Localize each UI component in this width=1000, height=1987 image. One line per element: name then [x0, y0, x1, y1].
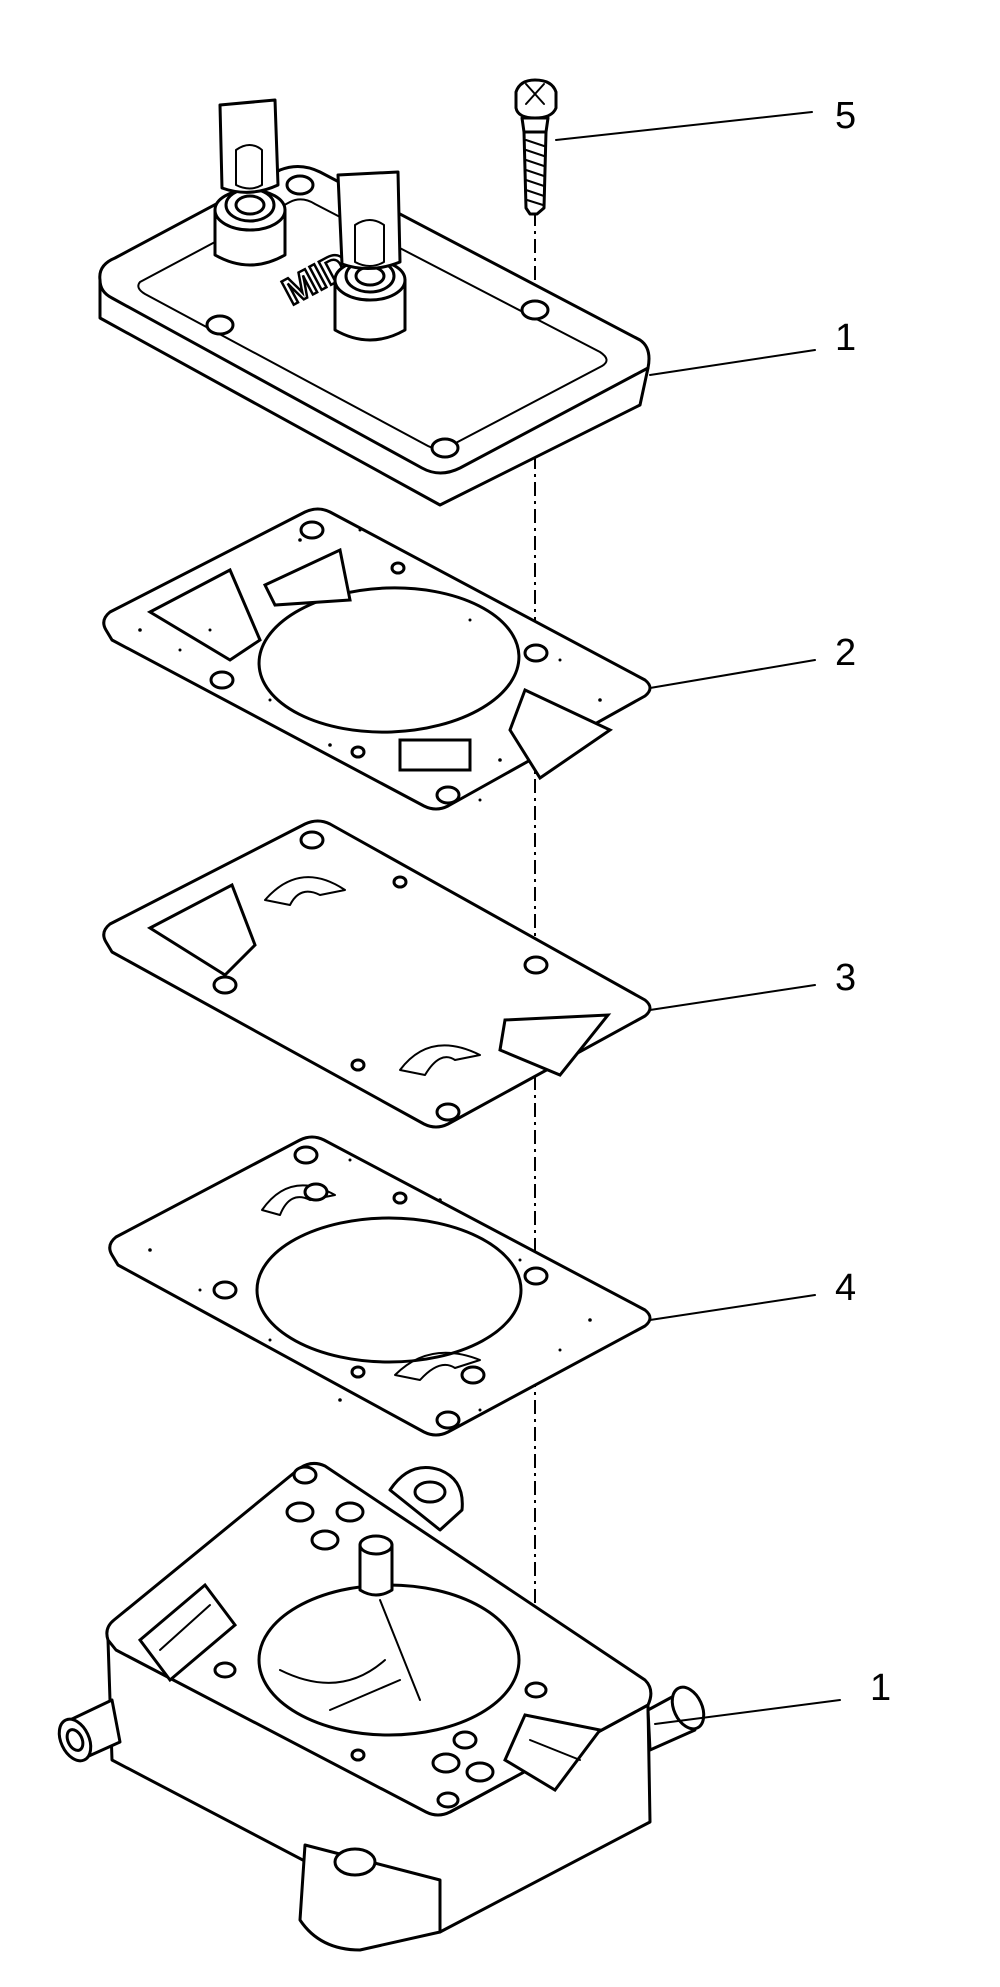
callout-1-bottom-body: 1: [870, 1667, 891, 1709]
callout-leaders: [555, 111, 841, 1725]
top-cover-part-1: MID: [98, 98, 651, 507]
upper-gasket-part-2: [102, 507, 652, 811]
callout-5-bolt: 5: [835, 95, 856, 137]
callout-2-upper-gasket: 2: [835, 632, 856, 674]
callout-4-lower-gasket: 4: [835, 1267, 856, 1309]
callout-1-top-body: 1: [835, 317, 856, 359]
gasket-texture: [148, 1158, 592, 1412]
diaphragm-part-3: [102, 819, 652, 1129]
lower-gasket-part-4: [108, 1135, 652, 1437]
callout-3-diaphragm: 3: [835, 957, 856, 999]
gasket-texture: [138, 528, 602, 802]
screw-part-5: [514, 78, 558, 216]
bottom-body-part-1: [57, 1461, 706, 1952]
